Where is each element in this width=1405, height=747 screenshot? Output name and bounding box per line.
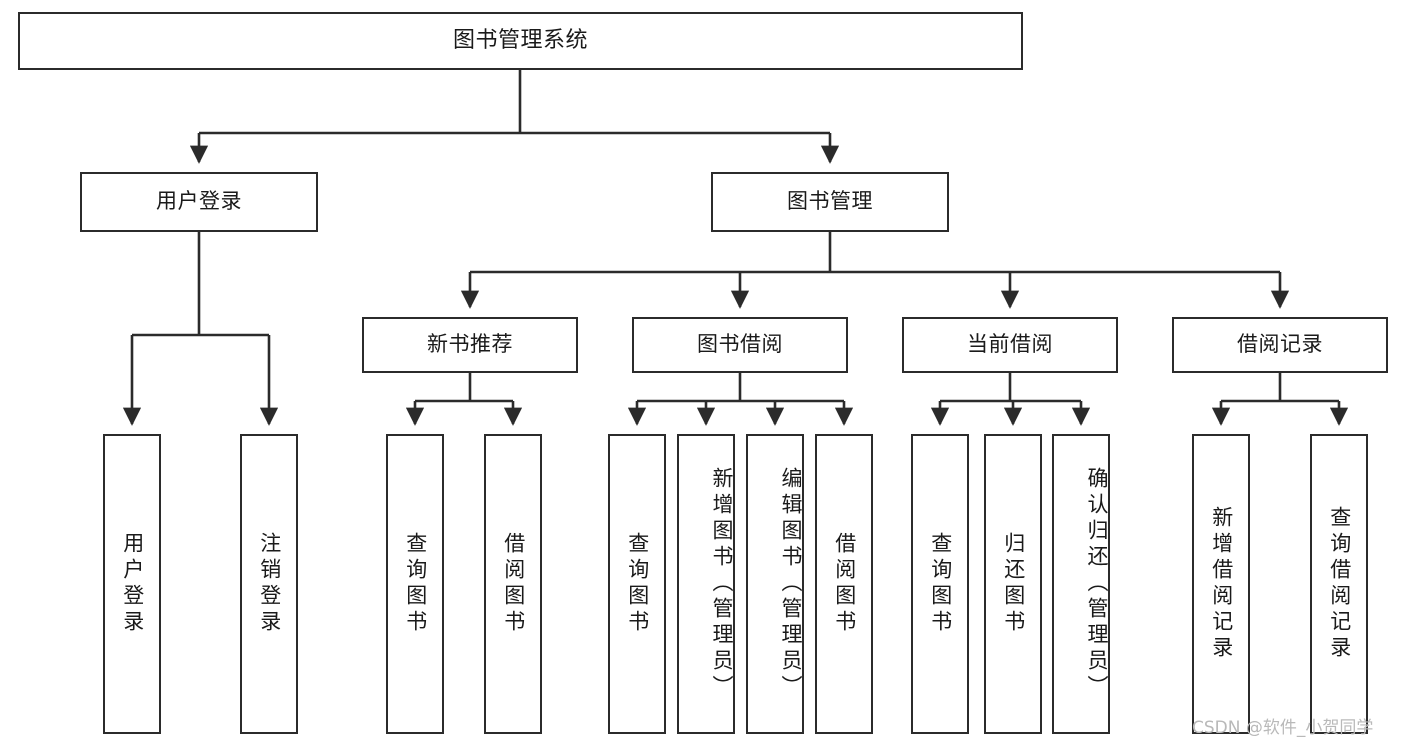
- node-label: 用户登录: [120, 532, 145, 636]
- leaf-query-book-1[interactable]: 查询图书: [386, 434, 444, 734]
- node-label: 新书推荐: [427, 332, 513, 357]
- leaf-user-login[interactable]: 用户登录: [103, 434, 161, 734]
- node-label: 当前借阅: [967, 332, 1053, 357]
- leaf-add-record[interactable]: 新增借阅记录: [1192, 434, 1250, 734]
- node-new-book-recommend[interactable]: 新书推荐: [362, 317, 578, 373]
- node-label: 注销登录: [257, 532, 282, 636]
- node-label: 查询图书: [928, 532, 953, 636]
- node-label: 确认归还（管理员）: [1085, 467, 1109, 701]
- leaf-confirm-return[interactable]: 确认归还（管理员）: [1052, 434, 1110, 734]
- node-borrow-record[interactable]: 借阅记录: [1172, 317, 1388, 373]
- node-label: 借阅图书: [832, 532, 857, 636]
- node-book-manage[interactable]: 图书管理: [711, 172, 949, 232]
- node-book-borrow[interactable]: 图书借阅: [632, 317, 848, 373]
- leaf-borrow-book-1[interactable]: 借阅图书: [484, 434, 542, 734]
- node-current-borrow[interactable]: 当前借阅: [902, 317, 1118, 373]
- leaf-return-book[interactable]: 归还图书: [984, 434, 1042, 734]
- leaf-edit-book[interactable]: 编辑图书（管理员）: [746, 434, 804, 734]
- node-label: 用户登录: [156, 189, 242, 214]
- node-label: 新增图书（管理员）: [710, 467, 734, 701]
- node-label: 查询图书: [625, 532, 650, 636]
- node-root[interactable]: 图书管理系统: [18, 12, 1023, 70]
- node-label: 图书借阅: [697, 332, 783, 357]
- leaf-borrow-book-2[interactable]: 借阅图书: [815, 434, 873, 734]
- node-label: 归还图书: [1001, 532, 1026, 636]
- leaf-query-record[interactable]: 查询借阅记录: [1310, 434, 1368, 734]
- leaf-query-book-3[interactable]: 查询图书: [911, 434, 969, 734]
- node-label: 新增借阅记录: [1209, 506, 1234, 662]
- watermark: CSDN @软件_小贺同学: [1192, 718, 1374, 738]
- node-user-login[interactable]: 用户登录: [80, 172, 318, 232]
- leaf-add-book[interactable]: 新增图书（管理员）: [677, 434, 735, 734]
- node-label: 编辑图书（管理员）: [779, 467, 803, 701]
- node-label: 借阅记录: [1237, 332, 1323, 357]
- node-label: 查询图书: [403, 532, 428, 636]
- node-label: 借阅图书: [501, 532, 526, 636]
- node-label: 图书管理: [787, 189, 873, 214]
- leaf-logout[interactable]: 注销登录: [240, 434, 298, 734]
- leaf-query-book-2[interactable]: 查询图书: [608, 434, 666, 734]
- node-label: 图书管理系统: [452, 27, 588, 53]
- node-label: 查询借阅记录: [1327, 506, 1352, 662]
